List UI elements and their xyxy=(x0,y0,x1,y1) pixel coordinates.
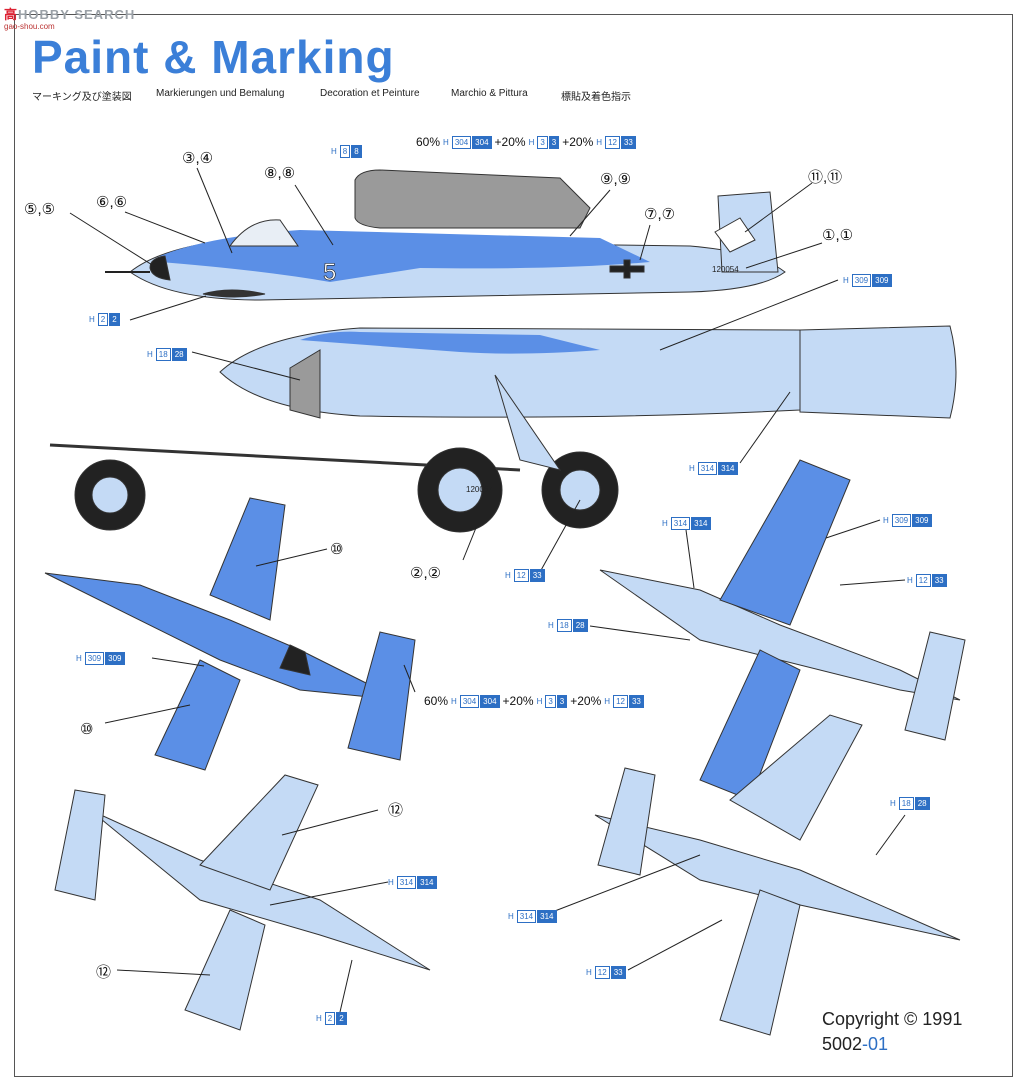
drop-tank-and-trolley xyxy=(49,325,957,533)
copyright: Copyright © 1991 xyxy=(822,1009,963,1029)
callout-7-7: ⑦,⑦ xyxy=(644,206,676,223)
bottom-view-left xyxy=(54,774,431,1031)
subtitle-zh: 標貼及着色指示 xyxy=(561,92,631,103)
callout-10-top: ⑩ xyxy=(330,541,344,558)
top-view-left xyxy=(44,497,416,771)
page-frame xyxy=(14,14,1013,1077)
side-view-aircraft xyxy=(105,169,786,301)
watermark-sub: gao-shou.com xyxy=(4,22,55,31)
callout-1-1: ①,① xyxy=(822,227,854,244)
product-code: 5002-01 xyxy=(822,1034,889,1054)
callout-10-bottom: ⑩ xyxy=(80,721,94,738)
subtitle-row: マーキング及び塗装図 Markierungen und Bemalung Dec… xyxy=(32,88,712,103)
serial-trolley: 120067 xyxy=(466,485,493,494)
callout-5-5: ⑤,⑤ xyxy=(24,201,56,218)
page-title: Paint & Marking xyxy=(32,31,395,83)
callout-2-2: ②,② xyxy=(410,565,442,582)
callout-8-8: ⑧,⑧ xyxy=(264,165,296,182)
callout-12-bottom: ⑫ xyxy=(96,964,112,981)
serial-top: 120054 xyxy=(712,265,739,274)
subtitle-fr: Decoration et Peinture xyxy=(320,88,420,99)
aircraft-number: 5 xyxy=(323,259,336,286)
callout-6-6: ⑥,⑥ xyxy=(96,194,128,211)
callout-3-4: ③,④ xyxy=(182,150,214,167)
subtitle-ja: マーキング及び塗装図 xyxy=(32,92,132,103)
callout-11-11: ⑪,⑪ xyxy=(808,169,843,186)
callout-12-top: ⑫ xyxy=(388,802,404,819)
top-view-right xyxy=(594,714,961,1036)
leader-lines xyxy=(69,167,906,1013)
subtitle-de: Markierungen und Bemalung xyxy=(156,88,285,99)
bottom-view-right xyxy=(599,459,966,801)
watermark: 高HOBBY SEARCH xyxy=(4,7,136,22)
subtitle-it: Marchio & Pittura xyxy=(451,88,528,99)
callout-9-9: ⑨,⑨ xyxy=(600,171,632,188)
